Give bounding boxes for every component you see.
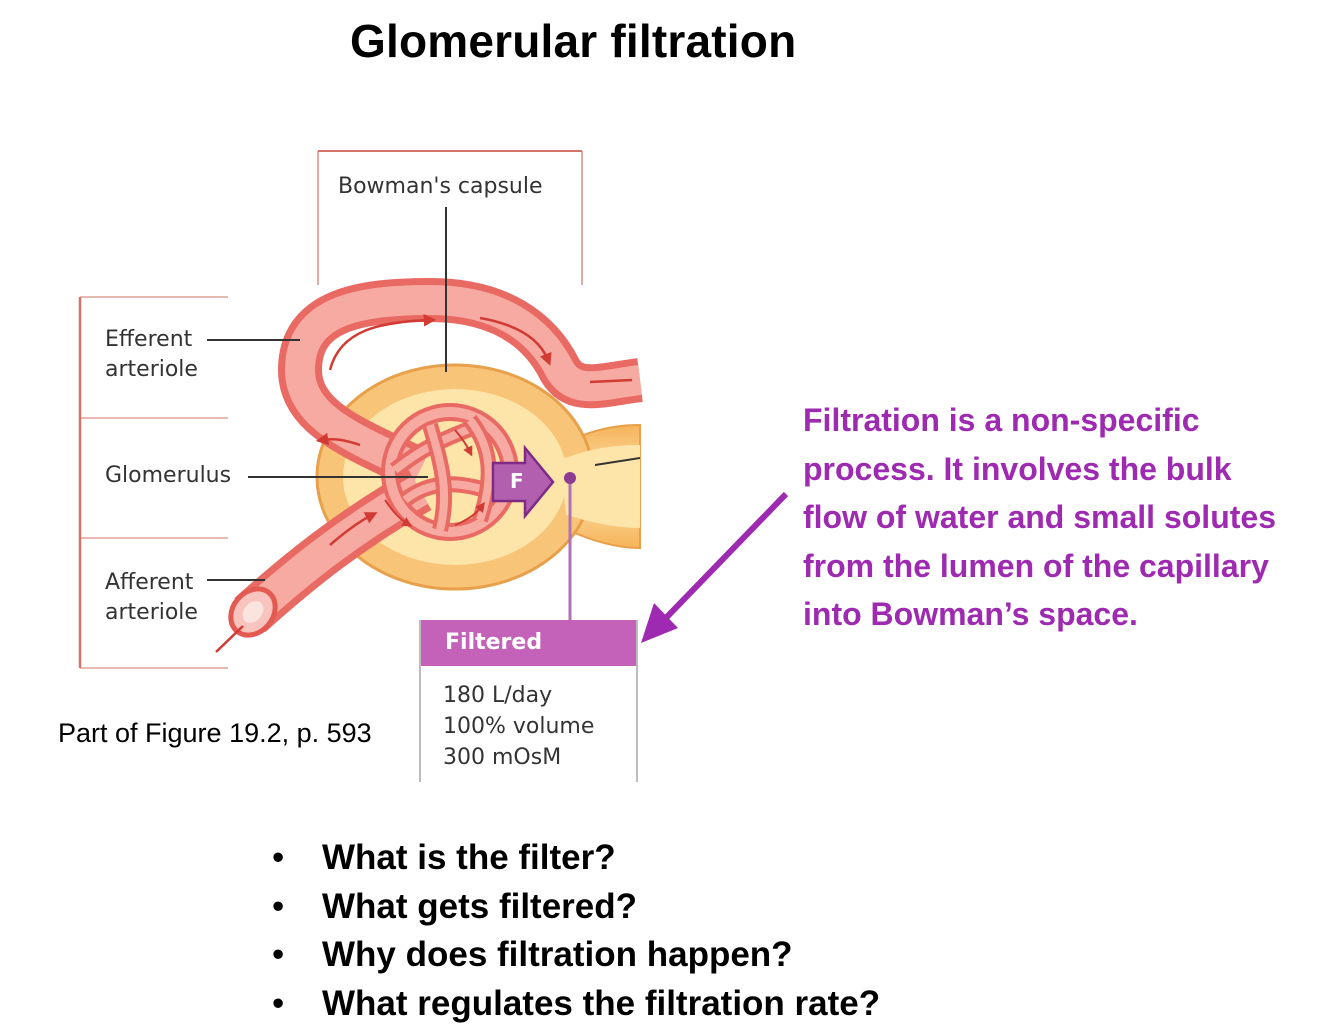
efferent-arteriole-label-line2: arteriole [105,357,198,382]
explanation-line: into Bowman’s space. [803,596,1138,632]
filtration-arrow [491,444,555,520]
explanation-line: flow of water and small solutes [803,499,1276,535]
filtered-osmolarity: 300 mOsM [443,745,562,770]
afferent-arteriole-label-line2: arteriole [105,600,198,625]
efferent-arteriole-label-line1: Efferent [105,327,193,352]
filtered-volume: 100% volume [443,714,595,739]
filtered-pointer [564,472,576,622]
efferent-arteriole-vessel [277,277,643,490]
filtered-values: 180 L/day 100% volume 300 mOsM [421,666,636,773]
figure-caption: Part of Figure 19.2, p. 593 [58,718,372,748]
explanation-line: from the lumen of the capillary [803,547,1269,584]
label-leader-lines [207,207,447,581]
explanation-line: Filtration is a non-specific [803,402,1200,438]
explanation-line: process. It involves the bulk [803,450,1232,487]
question-list: What is the filter? What gets filtered? … [270,834,880,1028]
bowmans-capsule-frame [317,150,583,285]
slide-title: Glomerular filtration [350,15,797,67]
question-item: What gets filtered? [270,883,880,932]
bowmans-capsule-label: Bowman's capsule [338,174,543,199]
question-item: What is the filter? [270,834,880,883]
question-item: What regulates the filtration rate? [270,980,880,1029]
filtered-header: Filtered [421,620,636,666]
glomerulus-label: Glomerulus [105,463,232,488]
left-label-bracket [78,296,228,669]
filtration-marker-label: F [510,469,524,493]
filtered-box: Filtered 180 L/day 100% volume 300 mOsM [419,620,638,782]
callout-arrow [641,491,789,643]
filtered-rate: 180 L/day [443,683,553,708]
filtration-explanation: Filtration is a non-specific process. It… [803,396,1333,639]
afferent-arteriole-label-line1: Afferent [105,570,194,595]
question-item: Why does filtration happen? [270,931,880,980]
